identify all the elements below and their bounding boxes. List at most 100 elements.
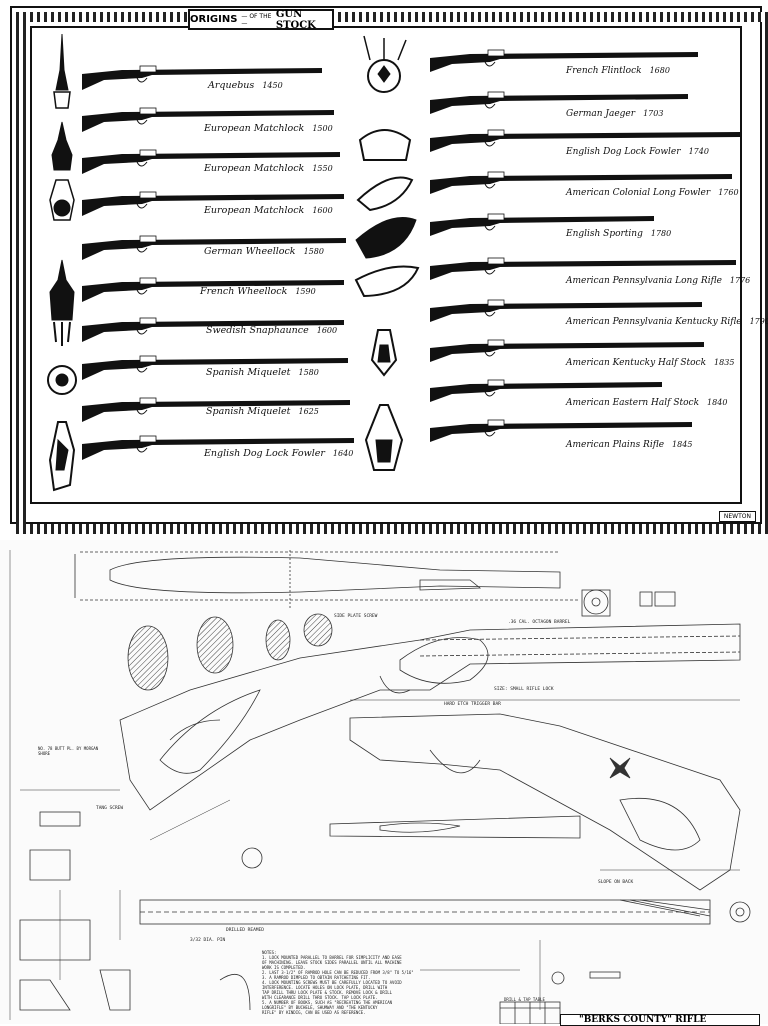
notes-heading: NOTES: xyxy=(262,950,277,955)
gun-label-left: German Wheellock 1580 xyxy=(204,246,324,257)
poster-title-left: ORIGINS xyxy=(190,14,238,25)
gun-name: French Wheellock xyxy=(200,286,288,297)
gun-label-right: American Pennsylvania Kentucky Rifle 1790 xyxy=(566,317,768,327)
powder-flask-column-left xyxy=(47,33,77,492)
gun-name: European Matchlock xyxy=(204,205,305,216)
poster-title-mid: — OF THE — xyxy=(241,12,272,27)
gun-year: 1703 xyxy=(643,109,664,118)
pins-callout: 3/32 DIA. PIN xyxy=(190,938,226,943)
gun-year: 1740 xyxy=(688,147,709,156)
note-line: RIFLE" BY KINDIG, CAN BE USED AS REFEREN… xyxy=(262,1010,366,1015)
note-line: 3. A RAMROD DIMPLED TO OBTAIN RATCHETING… xyxy=(262,975,371,980)
gun-name: American Pennsylvania Kentucky Rifle xyxy=(566,317,742,327)
ramrod-callout: DRILLED REAMED xyxy=(226,928,264,933)
gun-silhouette-left xyxy=(82,149,340,174)
gun-label-left: Arquebus 1450 xyxy=(208,80,283,91)
gun-silhouette-right xyxy=(430,379,662,402)
gun-year: 1450 xyxy=(262,81,283,90)
gun-silhouette-right xyxy=(430,419,692,442)
gun-silhouette-left xyxy=(82,65,322,90)
gun-label-right: English Dog Lock Fowler 1740 xyxy=(566,147,709,157)
gun-name: English Dog Lock Fowler xyxy=(204,448,325,459)
note-line: WORK IS COMPLETED. xyxy=(262,965,306,970)
gun-label-left: Spanish Miquelet 1580 xyxy=(206,367,319,378)
gun-label-left: European Matchlock 1550 xyxy=(204,163,333,174)
poster-title-right: GUN STOCK xyxy=(275,8,316,31)
gun-year: 1500 xyxy=(312,124,333,133)
gun-silhouette-left xyxy=(82,317,344,342)
note-line: INTERFERENCE. LOCATE HOLES ON LOCK PLATE… xyxy=(262,985,388,990)
lock-callout: SIZE: SMALL RIFLE LOCK xyxy=(494,687,554,692)
gun-year: 1780 xyxy=(650,229,672,238)
note-line: WITH CLEARANCE DRILL THRU STOCK. TAP LOC… xyxy=(262,995,378,1000)
gun-silhouette-left xyxy=(82,235,346,260)
gun-label-left: Swedish Snaphaunce 1600 xyxy=(206,325,337,336)
note-line: TAP DRILL THRU LOCK PLATE & STOCK. REMOV… xyxy=(262,990,393,995)
gun-year: 1776 xyxy=(729,276,751,285)
gun-name: European Matchlock xyxy=(204,163,305,174)
gun-name: Spanish Miquelet xyxy=(206,367,291,378)
gun-label-right: American Kentucky Half Stock 1835 xyxy=(566,358,734,368)
gun-name: American Kentucky Half Stock xyxy=(566,358,707,368)
gun-year: 1580 xyxy=(303,247,324,256)
drill-table-label: DRILL & TAP TABLE xyxy=(504,997,545,1002)
gun-year: 1840 xyxy=(707,398,728,407)
gun-name: American Pennsylvania Long Rifle xyxy=(566,276,722,286)
note-line: LONGRIFLE" BY BUCHELE, SHUMWAY AND "THE … xyxy=(262,1005,378,1010)
gun-silhouette-left xyxy=(82,277,344,302)
gun-year: 1845 xyxy=(672,440,693,449)
gun-silhouette-left xyxy=(82,191,344,216)
gun-silhouette-right xyxy=(430,257,736,280)
gun-year: 1790 xyxy=(749,317,768,326)
gun-label-left: Spanish Miquelet 1625 xyxy=(206,406,319,417)
gun-name: American Colonial Long Fowler xyxy=(566,188,711,198)
gun-silhouette-right xyxy=(430,91,688,114)
barrel-callout: .36 CAL. OCTAGON BARREL xyxy=(508,620,571,625)
gun-label-left: French Wheellock 1590 xyxy=(200,286,316,297)
gun-name: Spanish Miquelet xyxy=(206,406,291,417)
blueprint-drawing xyxy=(9,550,751,1024)
rifle-blueprint: .36 CAL. OCTAGON BARREL SIZE: SMALL RIFL… xyxy=(0,540,768,1024)
gun-label-right: American Pennsylvania Long Rifle 1776 xyxy=(566,276,750,286)
gun-label-left: European Matchlock 1600 xyxy=(204,205,333,216)
note-line: 4. LOCK MOUNTING SCREWS MUST BE CAREFULL… xyxy=(262,980,402,985)
butt-plate-callout: NO. 78 BUTT PL. BY MORGAN SHORE xyxy=(38,746,99,756)
gun-year: 1835 xyxy=(714,358,735,367)
gun-name: English Dog Lock Fowler xyxy=(566,147,681,157)
gun-year: 1550 xyxy=(312,164,333,173)
gun-year: 1580 xyxy=(298,368,319,377)
gun-year: 1590 xyxy=(295,287,316,296)
tang-callout: TANG SCREW xyxy=(96,806,124,811)
note-line: 5. A NUMBER OF BOOKS, SUCH AS "RECREATIN… xyxy=(262,1000,393,1005)
gun-year: 1600 xyxy=(316,326,338,335)
powder-horn-column-center xyxy=(354,35,420,471)
note-line: 2. LAST 3-1/2" OF RAMROD HOLE CAN BE RED… xyxy=(262,970,414,975)
gun-silhouette-left xyxy=(82,435,354,460)
blueprint-notes: NOTES: 1. LOCK MOUNTED PARALLEL TO BARRE… xyxy=(262,950,492,1015)
gun-silhouette-left xyxy=(82,355,348,380)
sights-callout: SLOPE ON BACK xyxy=(598,880,634,885)
gun-name: European Matchlock xyxy=(204,123,305,134)
gun-name: French Flintlock xyxy=(566,66,642,76)
gun-year: 1760 xyxy=(718,188,739,197)
gun-silhouette-left xyxy=(82,107,334,132)
gun-year: 1600 xyxy=(312,206,333,215)
gun-name: Arquebus xyxy=(208,80,255,91)
note-line: 1. LOCK MOUNTED PARALLEL TO BARREL FOR S… xyxy=(262,955,402,960)
gun-silhouette-right xyxy=(430,49,698,72)
gun-label-right: American Colonial Long Fowler 1760 xyxy=(566,188,739,198)
gun-name: German Wheellock xyxy=(204,246,296,257)
gun-name: Swedish Snaphaunce xyxy=(206,325,309,336)
blueprint-title: "BERKS COUNTY" RIFLE xyxy=(560,1014,760,1026)
gun-silhouette-right xyxy=(430,171,732,194)
gun-year: 1625 xyxy=(298,407,319,416)
artist-signature: NEWTON xyxy=(718,511,756,522)
note-line: OF MACHINING. LEAVE STOCK SIDES PARALLEL… xyxy=(262,960,402,965)
gun-year: 1680 xyxy=(649,66,670,75)
gun-label-right: French Flintlock 1680 xyxy=(566,66,670,76)
